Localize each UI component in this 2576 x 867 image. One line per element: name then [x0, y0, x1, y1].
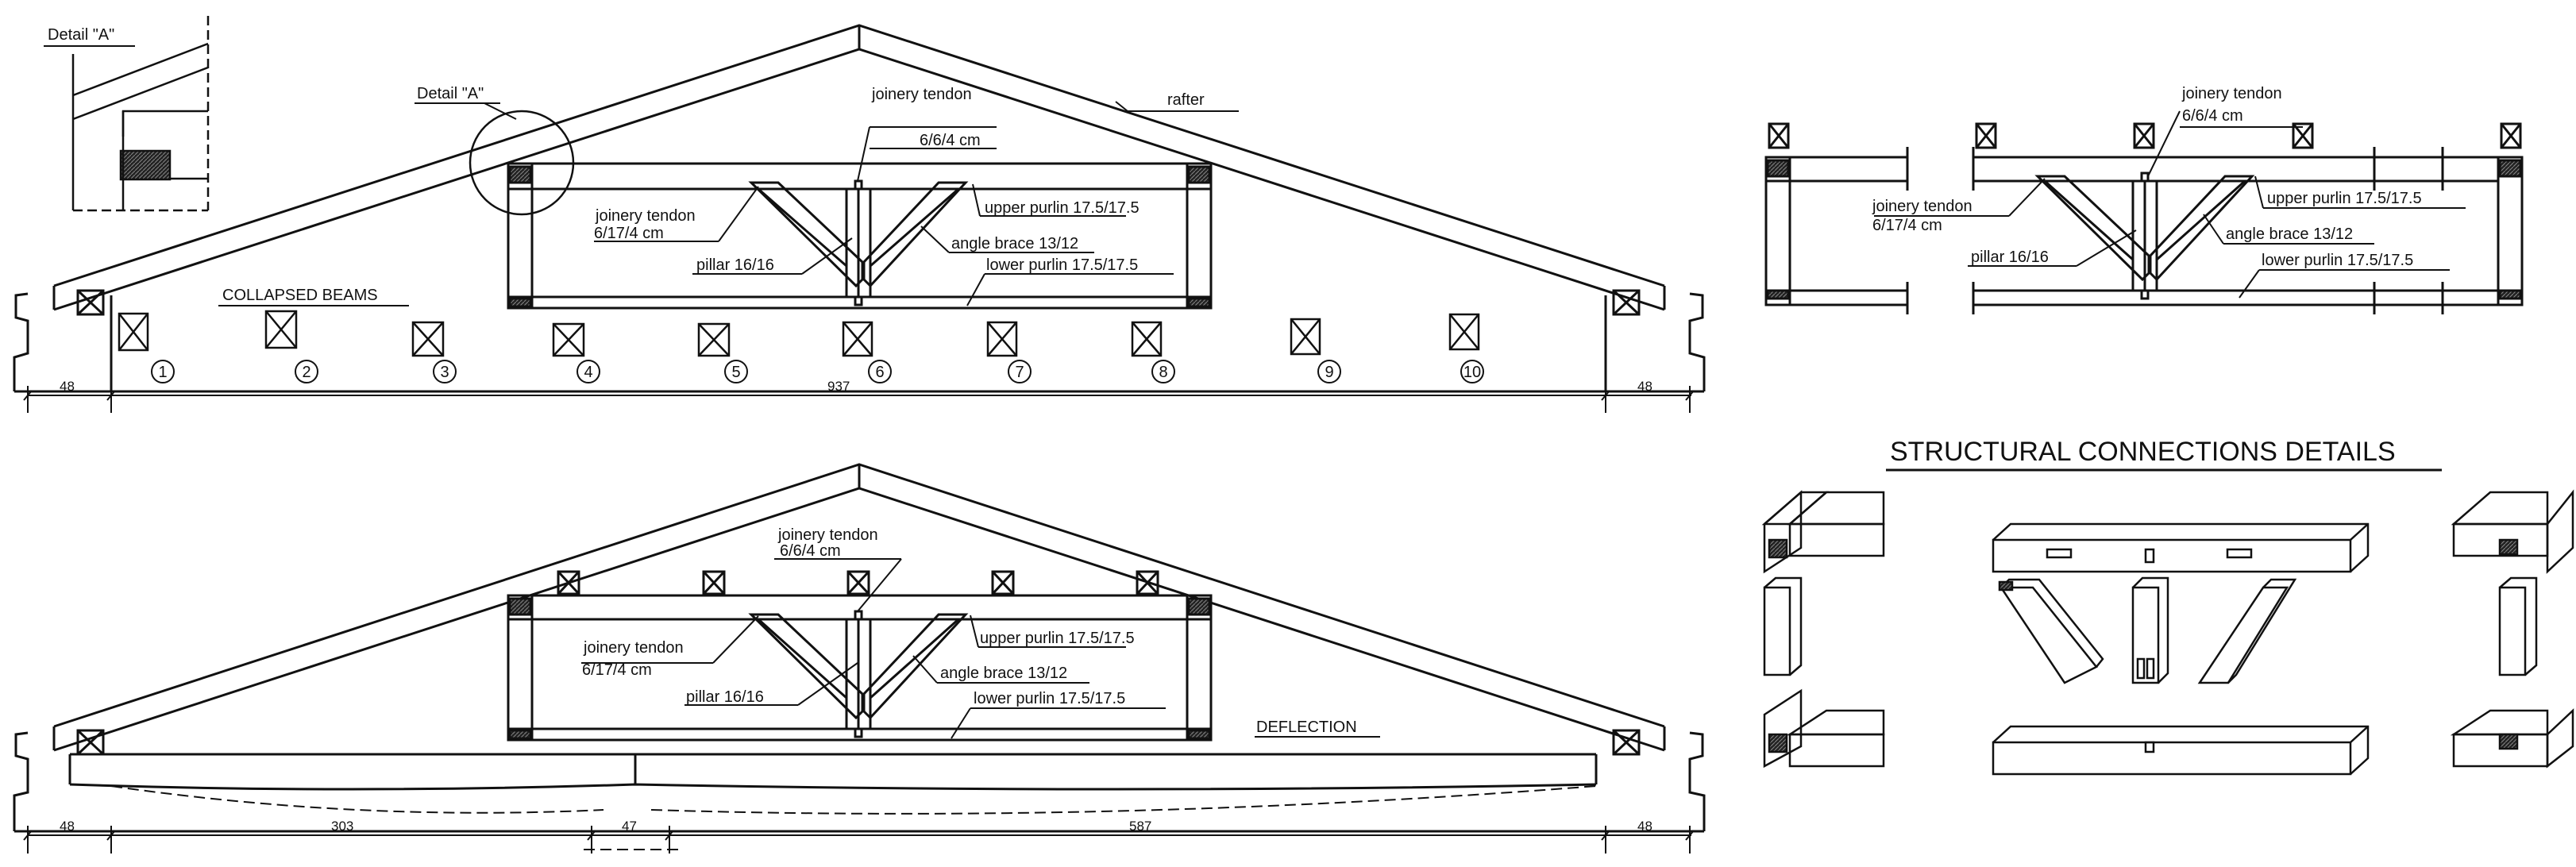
connections-title: STRUCTURAL CONNECTIONS DETAILS: [1890, 437, 2396, 467]
pillar-label: pillar 16/16: [696, 256, 774, 274]
beam-number-markers: [151, 360, 1484, 383]
beam-number-6: 6: [875, 364, 884, 381]
top-dim-left: 48: [60, 379, 75, 394]
bottom-top-joinery-tendon-size: 6/6/4 cm: [780, 542, 841, 560]
detail-upper-purlin-label: upper purlin 17.5/17.5: [2267, 190, 2422, 207]
beam-number-2: 2: [302, 364, 310, 381]
beam-number-1: 1: [158, 364, 167, 381]
detail-joinery-tendon-left-size: 6/17/4 cm: [1872, 217, 1942, 234]
bottom-left-joinery-tendon-size: 6/17/4 cm: [582, 661, 652, 679]
top-joinery-tendon-label: joinery tendon: [871, 86, 972, 103]
bottom-pillar-label: pillar 16/16: [686, 688, 764, 706]
upper-purlin-label: upper purlin 17.5/17.5: [985, 199, 1140, 217]
deflection-curves: [110, 785, 1597, 850]
angle-brace-label: angle brace 13/12: [951, 235, 1078, 252]
bottom-leader-lines: [581, 558, 1380, 739]
bottom-roof-truss: [13, 463, 1706, 833]
beam-number-8: 8: [1159, 364, 1167, 381]
detail-joinery-tendon-top-size: 6/6/4 cm: [2182, 107, 2243, 125]
deflection-label: DEFLECTION: [1256, 719, 1357, 736]
rafter-label: rafter: [1167, 91, 1205, 109]
detail-a-label: Detail "A": [417, 85, 484, 102]
bottom-top-joinery-tendon-label: joinery tendon: [777, 526, 878, 544]
bottom-dim-c: 587: [1129, 819, 1151, 834]
detail-frame-leaders: [1874, 110, 2466, 299]
bottom-upper-purlin-label: upper purlin 17.5/17.5: [980, 630, 1135, 647]
beam-number-10: 10: [1463, 364, 1481, 381]
top-dimension-lines: [23, 386, 1695, 413]
lower-purlin-label: lower purlin 17.5/17.5: [986, 256, 1138, 274]
bottom-lower-purlin-label: lower purlin 17.5/17.5: [974, 690, 1125, 707]
detail-pillar-label: pillar 16/16: [1971, 249, 2049, 266]
detail-frame: [1764, 122, 2524, 314]
detail-angle-brace-label: angle brace 13/12: [2226, 225, 2353, 243]
detail-joinery-tendon-left-label: joinery tendon: [1872, 198, 1972, 215]
beam-number-7: 7: [1015, 364, 1024, 381]
beam-number-4: 4: [584, 364, 592, 381]
top-joinery-tendon-size: 6/6/4 cm: [920, 132, 981, 149]
detail-joinery-tendon-top-label: joinery tendon: [2181, 85, 2282, 102]
top-dim-right: 48: [1637, 379, 1652, 394]
collapsed-beams-label: COLLAPSED BEAMS: [222, 287, 378, 304]
collapsed-beams: [118, 310, 1480, 357]
detail-lower-purlin-label: lower purlin 17.5/17.5: [2262, 252, 2413, 269]
bottom-dim-right: 48: [1637, 819, 1652, 834]
left-joinery-tendon-size: 6/17/4 cm: [594, 225, 664, 242]
bottom-dimension-lines: [23, 826, 1695, 854]
top-leader-lines: [218, 101, 1239, 306]
beam-number-9: 9: [1325, 364, 1333, 381]
bottom-angle-brace-label: angle brace 13/12: [940, 665, 1067, 682]
detail-a-inset-label: Detail "A": [48, 26, 114, 44]
detail-a-callout-circle: [469, 110, 575, 216]
beam-number-3: 3: [440, 364, 449, 381]
connection-exploded-views: [1761, 489, 2574, 776]
left-joinery-tendon-label: joinery tendon: [595, 207, 696, 225]
top-dim-span: 937: [827, 379, 850, 394]
bottom-dim-left: 48: [60, 819, 75, 834]
bottom-dim-b: 47: [622, 819, 637, 834]
bottom-left-joinery-tendon-label: joinery tendon: [583, 639, 684, 657]
beam-number-5: 5: [731, 364, 740, 381]
bottom-dim-a: 303: [331, 819, 353, 834]
detail-a-inset: [71, 16, 210, 212]
